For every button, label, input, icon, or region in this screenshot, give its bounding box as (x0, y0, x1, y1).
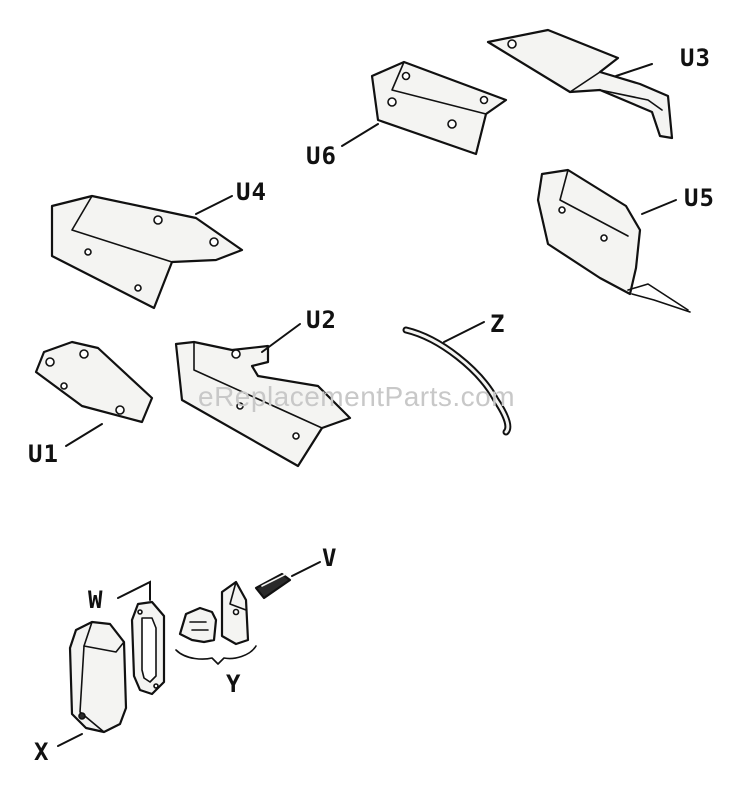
part-u3 (486, 28, 674, 140)
callout-u2: U2 (306, 306, 337, 334)
watermark: eReplacementParts.com (198, 381, 515, 412)
leader-lines (57, 63, 677, 747)
part-z (402, 326, 512, 436)
leader-v (291, 561, 321, 577)
part-u4 (50, 194, 244, 310)
part-u2 (174, 340, 352, 468)
callout-u1: U1 (28, 440, 59, 468)
part-u6 (370, 60, 508, 156)
part-v (254, 572, 292, 600)
callout-w: W (88, 586, 103, 614)
leader-u5 (641, 199, 677, 215)
part-x (68, 620, 128, 734)
callout-z: Z (490, 310, 505, 338)
callout-v: V (322, 544, 337, 572)
leader-u4 (195, 195, 233, 215)
callout-u3: U3 (680, 44, 711, 72)
part-u5 (536, 168, 691, 313)
callout-x: X (34, 738, 49, 766)
leader-u6 (341, 123, 379, 147)
leader-u3 (615, 63, 653, 77)
callout-labels: U3 U6 U4 U5 U2 Z U1 V W Y X (28, 44, 715, 766)
part-y (175, 580, 257, 665)
leader-u1 (65, 423, 103, 447)
part-w (130, 600, 166, 696)
leader-u2 (261, 323, 301, 353)
part-u1 (34, 340, 154, 424)
leader-x (57, 733, 83, 747)
callout-u4: U4 (236, 178, 267, 206)
leader-z (443, 321, 485, 343)
leader-w (117, 580, 151, 601)
callout-u5: U5 (684, 184, 715, 212)
callout-u6: U6 (306, 142, 337, 170)
callout-y: Y (226, 670, 241, 698)
